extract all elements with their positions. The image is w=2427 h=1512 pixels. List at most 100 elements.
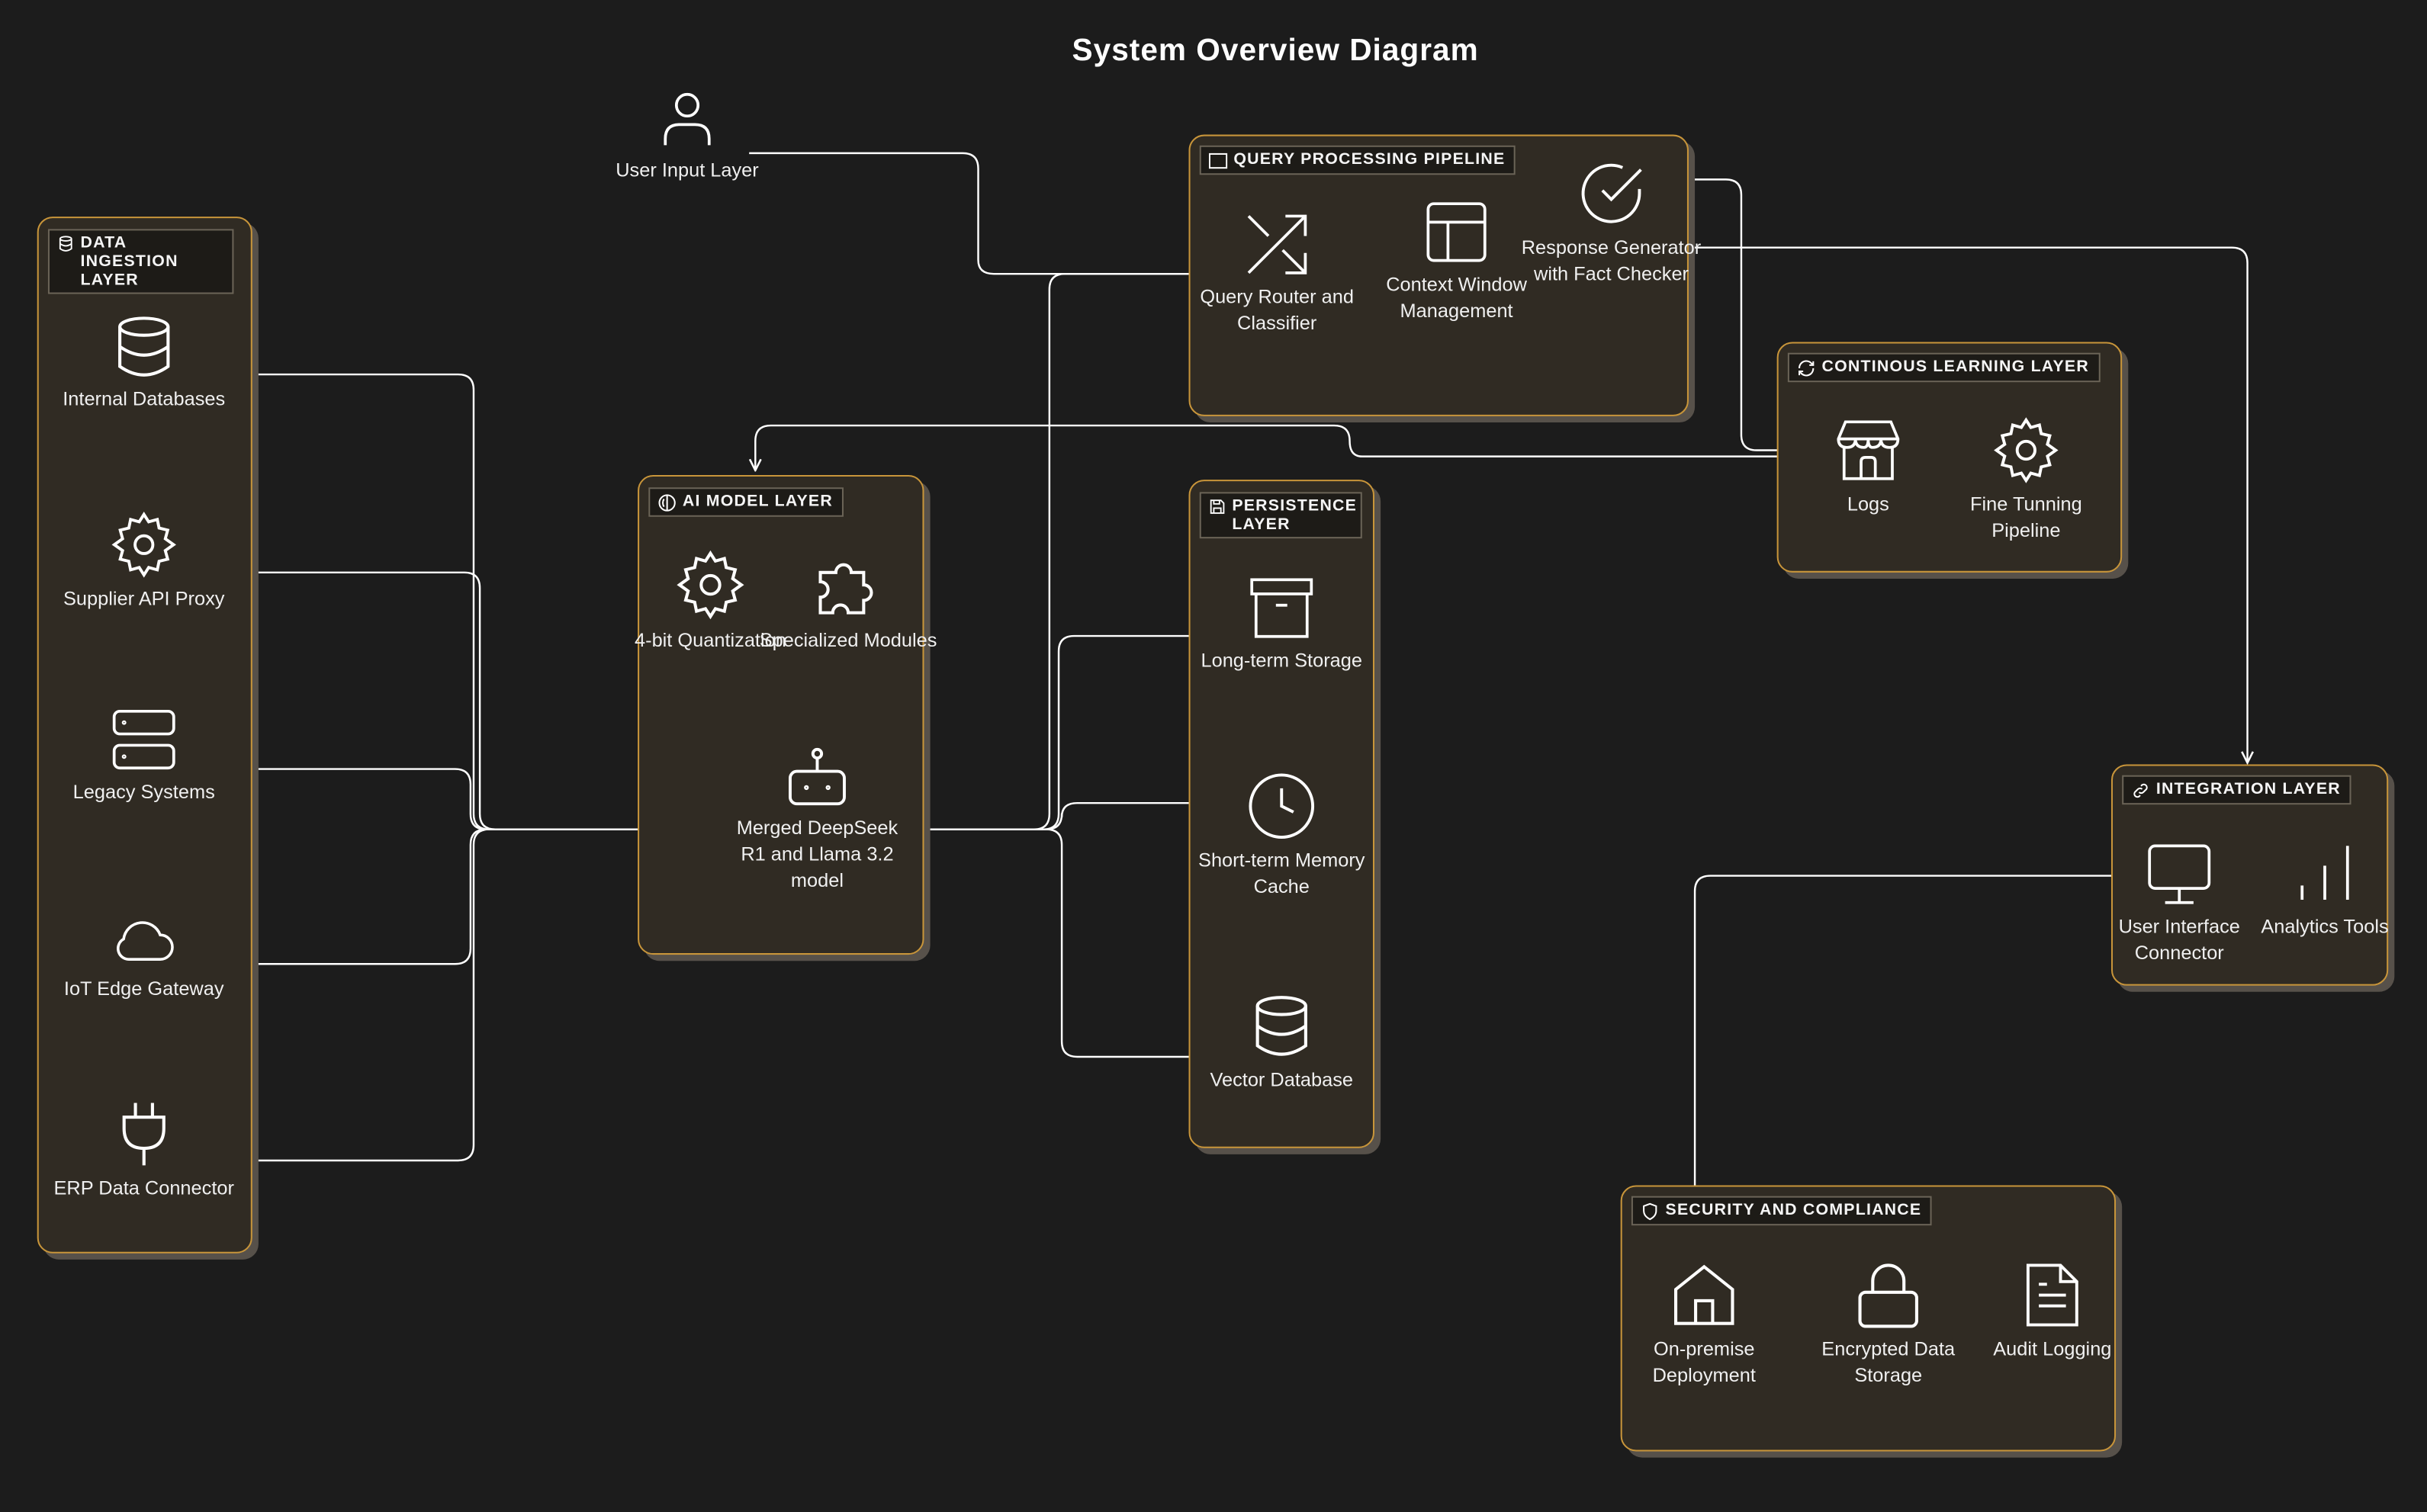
learning-tag: CONTINOUS LEARNING LAYER: [1787, 352, 2101, 382]
gear-icon: [677, 550, 744, 620]
response-generator-node: Response Generator with Fact Checker: [1519, 158, 1705, 287]
user-icon: [664, 92, 711, 146]
security-tag: SECURITY AND COMPLIANCE: [1631, 1196, 1933, 1225]
clock-icon: [1249, 773, 1315, 839]
edge-logs-to-model: [755, 424, 1833, 470]
user-input-node: User Input Layer: [594, 90, 780, 185]
ai-model-tag-label: AI MODEL LAYER: [682, 492, 833, 511]
context-window-label: Context Window Management: [1386, 274, 1527, 323]
iot-gateway-node: IoT Edge Gateway: [51, 905, 237, 1003]
fine-tuning-node: Fine Tunning Pipeline: [1934, 415, 2120, 544]
database-icon: [1255, 996, 1307, 1056]
logs-node: Logs: [1776, 415, 1962, 518]
encrypted-storage-label: Encrypted Data Storage: [1821, 1338, 1956, 1387]
persistence-panel: PERSISTENCE LAYER: [1188, 480, 1375, 1148]
encrypted-storage-node: Encrypted Data Storage: [1795, 1260, 1982, 1389]
server-icon: [112, 709, 175, 770]
quantization-node: 4-bit Quantization: [618, 547, 804, 654]
terminal-icon: [1208, 152, 1228, 169]
integration-tag: INTEGRATION LAYER: [2122, 775, 2352, 804]
merged-model-node: Merged DeepSeek R1 and Llama 3.2 model: [725, 744, 911, 894]
gear-icon: [111, 512, 176, 578]
query-pipeline-tag-label: QUERY PROCESSING PIPELINE: [1233, 149, 1506, 169]
analytics-tools-label: Analytics Tools: [2261, 916, 2389, 938]
quantization-label: 4-bit Quantization: [635, 629, 786, 652]
erp-connector-label: ERP Data Connector: [53, 1177, 234, 1199]
ai-model-tag: AI MODEL LAYER: [648, 487, 844, 516]
on-premise-label: On-premise Deployment: [1652, 1338, 1756, 1387]
refresh-icon: [1799, 359, 1815, 376]
edge-user-to-router: [749, 152, 1214, 274]
persistence-tag: PERSISTENCE LAYER: [1199, 492, 1362, 539]
erp-connector-node: ERP Data Connector: [51, 1099, 237, 1202]
legacy-systems-label: Legacy Systems: [72, 781, 215, 804]
security-tag-label: SECURITY AND COMPLIANCE: [1665, 1200, 1922, 1220]
query-pipeline-tag: QUERY PROCESSING PIPELINE: [1199, 145, 1516, 175]
edge-response-to-logs: [1641, 178, 1833, 450]
ui-connector-label: User Interface Connector: [2118, 916, 2240, 965]
edge-legacy-to-model: [188, 768, 753, 830]
database-icon: [59, 235, 72, 251]
brain-icon: [658, 493, 676, 511]
on-premise-node: On-premise Deployment: [1612, 1260, 1798, 1389]
query-pipeline-panel: QUERY PROCESSING PIPELINE: [1188, 134, 1689, 416]
edge-response-to-integration: [1656, 246, 2247, 763]
user-input-label: User Input Layer: [616, 159, 759, 181]
shuffle-icon: [1247, 214, 1307, 274]
supplier-api-node: Supplier API Proxy: [51, 509, 237, 613]
data-ingestion-tag: DATA INGESTION LAYER: [47, 229, 234, 294]
puzzle-icon: [818, 563, 873, 615]
short-term-cache-node: Short-term Memory Cache: [1189, 771, 1375, 900]
cloud-icon: [116, 921, 174, 961]
bar-chart-icon: [2300, 846, 2349, 900]
long-term-storage-node: Long-term Storage: [1189, 574, 1375, 675]
edge-model-to-longterm: [882, 636, 1233, 830]
merged-model-label: Merged DeepSeek R1 and Llama 3.2 model: [736, 817, 898, 891]
database-icon: [118, 316, 170, 377]
fine-tuning-label: Fine Tunning Pipeline: [1970, 493, 2082, 542]
vector-database-label: Vector Database: [1210, 1069, 1354, 1091]
audit-logging-label: Audit Logging: [1993, 1338, 2112, 1360]
supplier-api-label: Supplier API Proxy: [63, 588, 225, 610]
vector-database-node: Vector Database: [1189, 990, 1375, 1094]
diagram-title: System Overview Diagram: [1072, 34, 1479, 69]
save-icon: [1210, 499, 1225, 513]
link-icon: [2133, 782, 2148, 798]
ai-model-panel: AI MODEL LAYER: [638, 474, 924, 955]
learning-tag-label: CONTINOUS LEARNING LAYER: [1821, 357, 2089, 377]
file-text-icon: [2026, 1263, 2078, 1327]
integration-tag-label: INTEGRATION LAYER: [2155, 779, 2341, 799]
layout-icon: [1426, 202, 1487, 262]
learning-panel: CONTINOUS LEARNING LAYER: [1776, 342, 2123, 573]
edge-model-to-shortterm: [882, 803, 1248, 830]
logs-label: Logs: [1847, 493, 1889, 515]
specialized-modules-node: Specialized Modules: [755, 547, 941, 654]
gear-icon: [1994, 417, 2059, 483]
specialized-modules-label: Specialized Modules: [759, 629, 937, 652]
legacy-systems-node: Legacy Systems: [51, 705, 237, 806]
bot-icon: [789, 747, 846, 806]
edge-model-to-vector: [882, 828, 1239, 1057]
integration-panel: INTEGRATION LAYER: [2110, 764, 2389, 986]
data-ingestion-tag-label: DATA INGESTION LAYER: [80, 233, 178, 290]
ui-connector-node: User Interface Connector: [2086, 840, 2272, 967]
store-icon: [1837, 420, 1900, 480]
home-icon: [1674, 1264, 1734, 1325]
edge-iot-to-model: [191, 830, 753, 965]
lock-icon: [1858, 1263, 1918, 1328]
shield-icon: [1643, 1202, 1657, 1220]
response-generator-label: Response Generator with Fact Checker: [1521, 236, 1702, 285]
edge-erp-to-model: [198, 830, 752, 1162]
check-circle-icon: [1581, 163, 1642, 223]
audit-logging-node: Audit Logging: [1959, 1260, 2146, 1363]
query-router-label: Query Router and Classifier: [1200, 286, 1354, 335]
iot-gateway-label: IoT Edge Gateway: [63, 978, 224, 1000]
plug-icon: [122, 1103, 166, 1166]
monitor-icon: [2148, 844, 2211, 904]
internal-databases-node: Internal Databases: [51, 313, 237, 413]
security-panel: SECURITY AND COMPLIANCE: [1620, 1185, 2117, 1452]
persistence-tag-label: PERSISTENCE LAYER: [1232, 496, 1358, 534]
short-term-cache-label: Short-term Memory Cache: [1198, 849, 1365, 897]
context-window-node: Context Window Management: [1364, 198, 1550, 325]
